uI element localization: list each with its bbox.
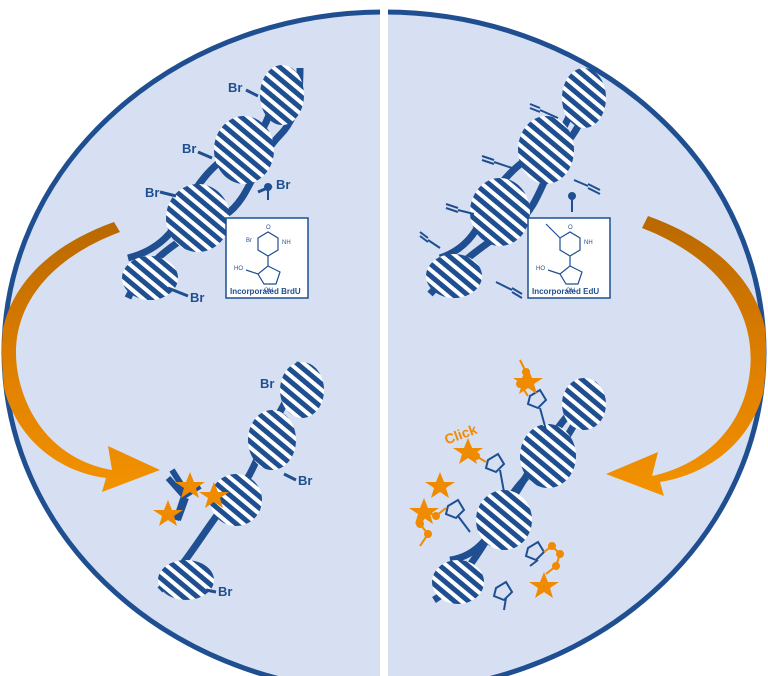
alkyne-groups — [419, 103, 601, 299]
molecule-atom-label: OH — [264, 288, 273, 294]
dna-strand-b — [127, 83, 284, 262]
molecule-atom-label: HO — [536, 266, 545, 272]
br-label: Br — [218, 584, 232, 599]
molecule-atom-label: NH — [584, 240, 593, 246]
br-label: Br — [276, 177, 290, 192]
fluorophore-star — [529, 572, 559, 598]
dna-lobe — [166, 184, 230, 252]
br-bond — [283, 472, 297, 482]
dna-lobe — [214, 116, 274, 184]
molecule-structure — [545, 223, 583, 285]
dna-lobe — [260, 65, 304, 125]
marker-dot — [264, 183, 272, 191]
molecule-atom-label: O — [568, 225, 573, 231]
molecule-structure — [245, 231, 281, 285]
fluorophore-star — [175, 472, 205, 498]
fluorophore-star — [199, 482, 229, 508]
triazole-linkers — [444, 388, 548, 611]
br-bond — [205, 588, 217, 594]
right-process-arrow — [606, 216, 766, 496]
brdu-dna-helix: Br Br Br Br Br — [122, 65, 304, 305]
dna-lobe — [562, 378, 606, 430]
br-label: Br — [260, 376, 274, 391]
dna-lobe — [122, 256, 178, 300]
fluorophore-star — [425, 472, 455, 498]
brdu-box-label: Incorporated BrdU — [230, 287, 301, 296]
dna-lobe — [248, 410, 296, 470]
molecule-atom-label: O — [266, 225, 271, 231]
br-label: Br — [145, 185, 159, 200]
antibody-dna-helix: Br Br Br — [153, 361, 324, 600]
molecule-atom-label: HO — [234, 266, 243, 272]
panel-divider — [380, 0, 388, 676]
dna-lobe — [476, 490, 532, 550]
left-panel: Br Br Br Br Br Br HO OH NH O Incorporate… — [2, 65, 324, 600]
br-bond — [245, 88, 259, 98]
br-bond — [197, 150, 213, 160]
brdu-molecule-box: Br HO OH NH O Incorporated BrdU — [225, 217, 309, 299]
dna-lobe — [432, 560, 484, 604]
marker-dot — [568, 192, 576, 200]
br-label: Br — [182, 141, 196, 156]
right-panel: HO OH NH O Incorporated EdU — [409, 68, 766, 611]
br-label: Br — [298, 473, 312, 488]
dna-lobe — [518, 116, 574, 184]
dna-lobe — [562, 68, 606, 128]
dna-lobe — [210, 474, 262, 526]
br-label: Br — [228, 80, 242, 95]
br-bond — [167, 286, 189, 298]
molecule-atom-label: Br — [246, 238, 252, 244]
molecule-frame — [225, 217, 309, 299]
molecule-atom-label: NH — [282, 240, 291, 246]
left-process-arrow — [2, 222, 160, 492]
br-label: Br — [190, 290, 204, 305]
molecule-frame — [527, 217, 611, 299]
edu-dna-helix — [419, 68, 606, 299]
dna-lobe — [520, 424, 576, 488]
molecule-atom-label: OH — [566, 288, 575, 294]
fluorophore-star — [513, 368, 543, 394]
edu-molecule-box: HO OH NH O Incorporated EdU — [527, 217, 611, 299]
edu-box-label: Incorporated EdU — [532, 287, 599, 296]
dna-strand-b — [449, 402, 589, 564]
br-bond — [159, 190, 177, 198]
dna-lobe — [280, 362, 324, 418]
dna-lobe — [470, 178, 530, 246]
fluorophore-star — [153, 500, 183, 526]
fluorophore-star — [453, 438, 483, 464]
dna-lobe — [158, 560, 214, 600]
dna-lobe — [426, 254, 482, 298]
fluorophore-star — [409, 498, 439, 524]
